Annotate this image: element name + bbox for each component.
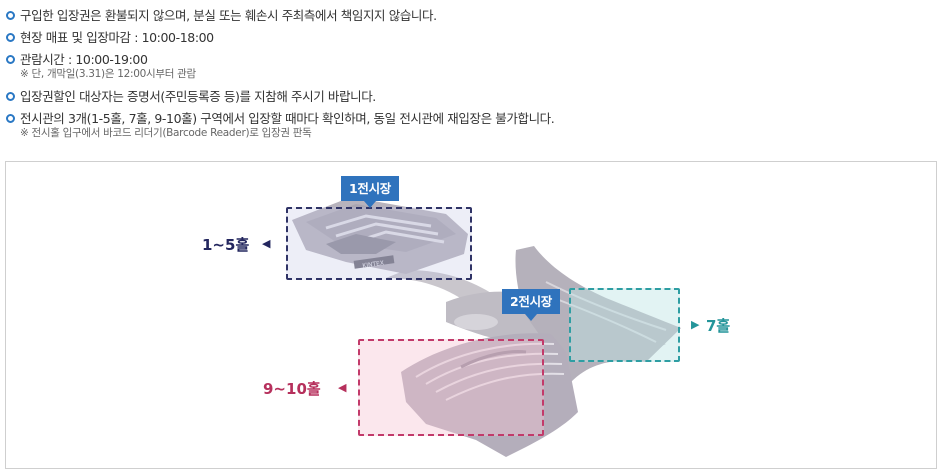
arrow-right-icon: ▶ bbox=[691, 318, 700, 331]
notice-item: 현장 매표 및 입장마감 : 10:00-18:00 bbox=[6, 27, 214, 48]
circle-bullet-icon bbox=[6, 33, 15, 42]
circle-bullet-icon bbox=[6, 11, 15, 20]
notice-item: 전시관의 3개(1-5홀, 7홀, 9-10홀) 구역에서 입장할 때마다 확인… bbox=[6, 108, 555, 129]
venue-map: KINTEX 1전시장 2전시장 1~5홀 ◀ 9~10홀 ◀ ▶ 7홀 bbox=[5, 161, 937, 469]
hall-7-zone bbox=[569, 288, 680, 362]
building-sign: KINTEX bbox=[362, 260, 385, 270]
notice-text: 관람시간 : 10:00-19:00 bbox=[20, 52, 148, 67]
notice-item: 입장권할인 대상자는 증명서(주민등록증 등)를 지참해 주시기 바랍니다. bbox=[6, 86, 376, 107]
notice-text: 현장 매표 및 입장마감 : 10:00-18:00 bbox=[20, 30, 214, 45]
hall-7-label: 7홀 bbox=[706, 317, 731, 335]
notice-item: 구입한 입장권은 환불되지 않으며, 분실 또는 훼손시 주최측에서 책임지지 … bbox=[6, 5, 437, 26]
exhibition-hall-1-tag: 1전시장 bbox=[341, 176, 399, 208]
circle-bullet-icon bbox=[6, 55, 15, 64]
exhibition-hall-2-tag: 2전시장 bbox=[502, 289, 560, 321]
notice-subtext: ※ 단, 개막일(3.31)은 12:00시부터 관람 bbox=[20, 68, 196, 80]
notice-text: 구입한 입장권은 환불되지 않으며, 분실 또는 훼손시 주최측에서 책임지지 … bbox=[20, 8, 437, 23]
circle-bullet-icon bbox=[6, 92, 15, 101]
notice-item: 관람시간 : 10:00-19:00 bbox=[6, 49, 196, 70]
arrow-left-icon: ◀ bbox=[262, 237, 271, 250]
hall-1-5-label: 1~5홀 bbox=[202, 236, 250, 254]
hall-1-5-zone bbox=[286, 207, 472, 280]
hall-9-10-zone bbox=[358, 339, 544, 436]
arrow-left-icon: ◀ bbox=[338, 381, 347, 394]
hall-9-10-label: 9~10홀 bbox=[263, 380, 321, 398]
notice-text: 전시관의 3개(1-5홀, 7홀, 9-10홀) 구역에서 입장할 때마다 확인… bbox=[20, 111, 555, 126]
notice-text: 입장권할인 대상자는 증명서(주민등록증 등)를 지참해 주시기 바랍니다. bbox=[20, 89, 376, 104]
notice-subtext: ※ 전시홀 입구에서 바코드 리더기(Barcode Reader)로 입장권 … bbox=[20, 127, 312, 139]
circle-bullet-icon bbox=[6, 114, 15, 123]
